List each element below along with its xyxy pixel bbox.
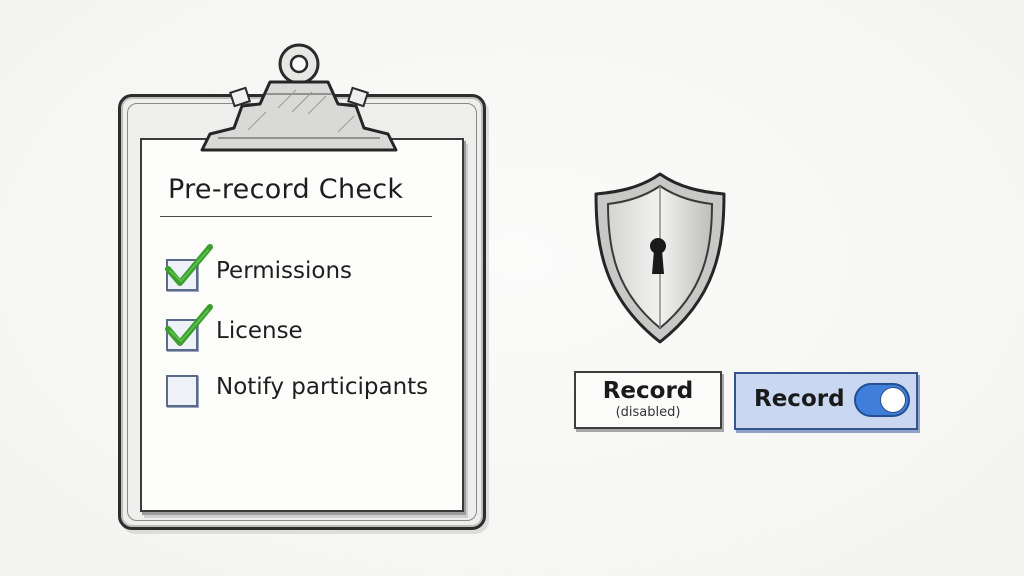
- record-toggle-switch[interactable]: [854, 383, 910, 417]
- record-button-sublabel: (disabled): [615, 405, 681, 420]
- checklist-item-permissions[interactable]: Permissions: [162, 244, 452, 291]
- toggle-knob: [880, 387, 906, 413]
- checkmark-icon: [165, 244, 213, 286]
- title-divider: [160, 216, 432, 217]
- checklist-item-license[interactable]: License: [162, 304, 452, 351]
- checklist-item-label: License: [216, 318, 303, 344]
- checklist-item-label: Notify participants: [216, 374, 429, 400]
- clipboard-clip-icon: [200, 43, 398, 152]
- checklist-item-notify-participants[interactable]: Notify participants: [162, 367, 452, 407]
- record-button-label: Record: [602, 378, 694, 404]
- checklist-title: Pre-record Check: [168, 174, 404, 205]
- record-button-label: Record: [754, 386, 845, 412]
- checkbox-notify-participants[interactable]: [166, 375, 198, 407]
- checkmark-icon: [165, 304, 213, 346]
- checklist-item-label: Permissions: [216, 258, 353, 284]
- record-button-enabled[interactable]: Record: [734, 372, 918, 430]
- shield-lock-icon: [594, 172, 726, 344]
- record-button-disabled[interactable]: Record (disabled): [574, 371, 722, 429]
